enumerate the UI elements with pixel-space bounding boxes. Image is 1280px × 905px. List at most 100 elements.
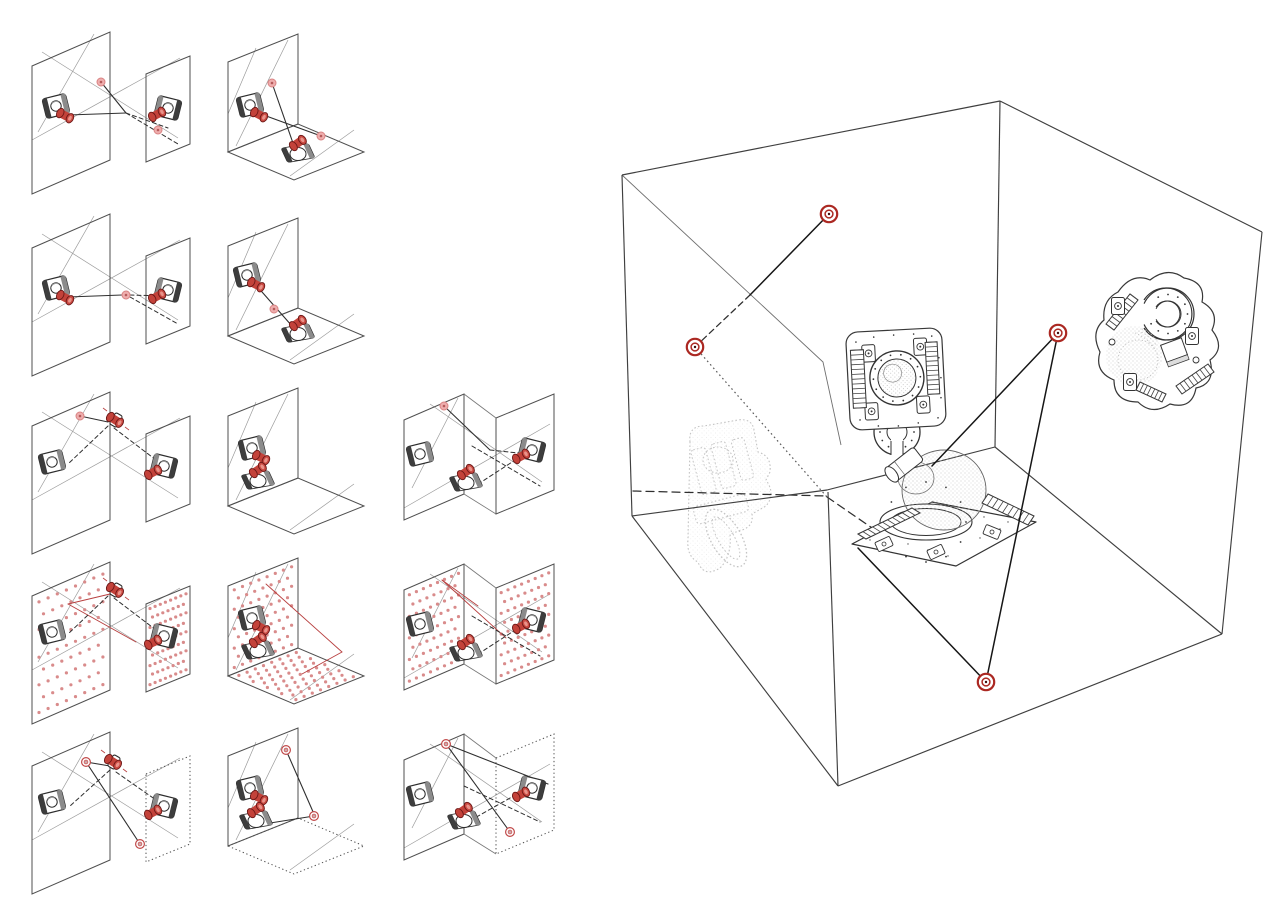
mini-diagram-r4c1 bbox=[31, 561, 191, 725]
room-edge bbox=[994, 446, 1223, 635]
target-dot-marker bbox=[153, 125, 163, 135]
sensor-glyph-wall-left bbox=[143, 623, 179, 651]
sensor-glyph-wall-left bbox=[511, 607, 547, 635]
room-edge bbox=[999, 100, 1263, 233]
target-dot-marker bbox=[121, 290, 131, 300]
sensor-bracket bbox=[37, 789, 67, 815]
sight-line bbox=[749, 213, 830, 296]
target-top bbox=[819, 204, 839, 224]
device-right-wall bbox=[1095, 271, 1220, 411]
red-roller-pair bbox=[456, 633, 475, 651]
target-ring-marker bbox=[308, 810, 320, 822]
red-roller-pair bbox=[288, 314, 307, 332]
sensor-bracket bbox=[41, 275, 71, 301]
sensor-glyph-wall-right bbox=[237, 435, 271, 466]
sensor-glyph-wall-right bbox=[232, 262, 266, 293]
sensor-glyph-float bbox=[102, 407, 130, 431]
sensor-glyph-wall-right bbox=[235, 775, 269, 806]
plane-panel bbox=[226, 123, 366, 181]
sensor-glyph-float bbox=[100, 749, 128, 773]
room-edge bbox=[621, 100, 1001, 176]
mini-diagram-r5c1 bbox=[31, 731, 191, 895]
red-roller-pair bbox=[511, 618, 531, 635]
target-dot-marker bbox=[267, 78, 277, 88]
sensor-glyph-wall-left bbox=[147, 95, 183, 123]
sensor-glyph-wall-left bbox=[143, 793, 179, 821]
red-roller-pair bbox=[143, 804, 163, 821]
sensor-glyph-mount bbox=[37, 789, 67, 815]
sensor-glyph-wall-right bbox=[235, 92, 269, 123]
sensor-glyph-floor bbox=[241, 461, 275, 490]
device-floor bbox=[851, 447, 1037, 567]
room-edge bbox=[827, 491, 839, 787]
mini-diagram-r3c1 bbox=[31, 391, 191, 555]
red-roller-pair bbox=[251, 449, 271, 466]
main-scene bbox=[621, 100, 1263, 787]
plane-panel bbox=[226, 307, 366, 365]
plane-panel bbox=[495, 393, 555, 515]
sensor-glyph-floor bbox=[447, 801, 481, 830]
sensor-glyph-mount bbox=[405, 781, 435, 807]
plane-panel bbox=[227, 33, 299, 153]
sensor-glyph-mount bbox=[37, 619, 67, 645]
room-edge bbox=[837, 633, 1223, 787]
sensor-glyph-floor bbox=[281, 314, 315, 343]
red-roller-pair bbox=[147, 106, 167, 123]
target-right bbox=[1048, 323, 1068, 343]
plane-panel bbox=[31, 213, 111, 377]
plane-panel bbox=[145, 755, 191, 863]
plane-panel bbox=[145, 55, 191, 163]
target-ring-marker bbox=[134, 838, 146, 850]
plane-panel bbox=[226, 647, 366, 705]
sensor-glyph-wall-left bbox=[147, 277, 183, 305]
red-roller-pair bbox=[147, 288, 167, 305]
red-roller-pair bbox=[105, 581, 124, 598]
mini-diagram-r3c3 bbox=[403, 393, 555, 521]
red-roller-pair bbox=[143, 634, 163, 651]
sensor-glyph-mount bbox=[405, 611, 435, 637]
plane-panel bbox=[495, 563, 555, 685]
device-back-wall bbox=[845, 327, 947, 457]
mini-diagram-r5c2 bbox=[226, 727, 366, 875]
red-roller-pair bbox=[246, 801, 265, 819]
mini-diagram-r3c2 bbox=[226, 387, 366, 535]
red-roller-pair bbox=[55, 289, 75, 306]
red-dot-grid bbox=[148, 592, 188, 687]
red-roller-pair bbox=[248, 461, 267, 479]
plane-panel bbox=[495, 733, 555, 855]
mini-diagram-r2c1 bbox=[31, 213, 191, 377]
sight-line bbox=[985, 332, 1059, 683]
target-dot-marker bbox=[269, 304, 279, 314]
sensor-bracket bbox=[37, 449, 67, 475]
red-roller-pair bbox=[103, 753, 122, 770]
red-roller-pair bbox=[246, 276, 266, 293]
red-roller-pair bbox=[143, 464, 163, 481]
sensor-glyph-floor bbox=[281, 134, 315, 163]
red-roller-pair bbox=[55, 107, 75, 124]
target-ring-marker bbox=[80, 756, 92, 768]
target-ring-marker bbox=[504, 826, 516, 838]
sensor-glyph-wall-right bbox=[237, 605, 271, 636]
sensor-bracket bbox=[405, 611, 435, 637]
target-ring-marker bbox=[440, 738, 452, 750]
red-roller-pair bbox=[454, 801, 473, 819]
red-roller-pair bbox=[249, 789, 269, 806]
red-dot-grid bbox=[37, 572, 105, 715]
plane-panel bbox=[145, 237, 191, 345]
target-dot-marker bbox=[75, 411, 85, 421]
plane-panel bbox=[145, 415, 191, 523]
red-roller-pair bbox=[511, 448, 531, 465]
sensor-glyph-mount bbox=[405, 441, 435, 467]
target-floor bbox=[976, 672, 996, 692]
room-edge bbox=[621, 174, 633, 517]
sensor-glyph-mount bbox=[37, 449, 67, 475]
red-roller-pair bbox=[105, 411, 124, 428]
red-roller-pair bbox=[288, 134, 307, 152]
plane-panel bbox=[31, 391, 111, 555]
plane-panel bbox=[226, 477, 366, 535]
mini-diagram-r4c2 bbox=[226, 557, 366, 705]
target-dot-marker bbox=[96, 77, 106, 87]
plane-panel bbox=[145, 585, 191, 693]
red-roller-pair bbox=[511, 786, 531, 803]
sensor-glyph-wall-left bbox=[143, 453, 179, 481]
